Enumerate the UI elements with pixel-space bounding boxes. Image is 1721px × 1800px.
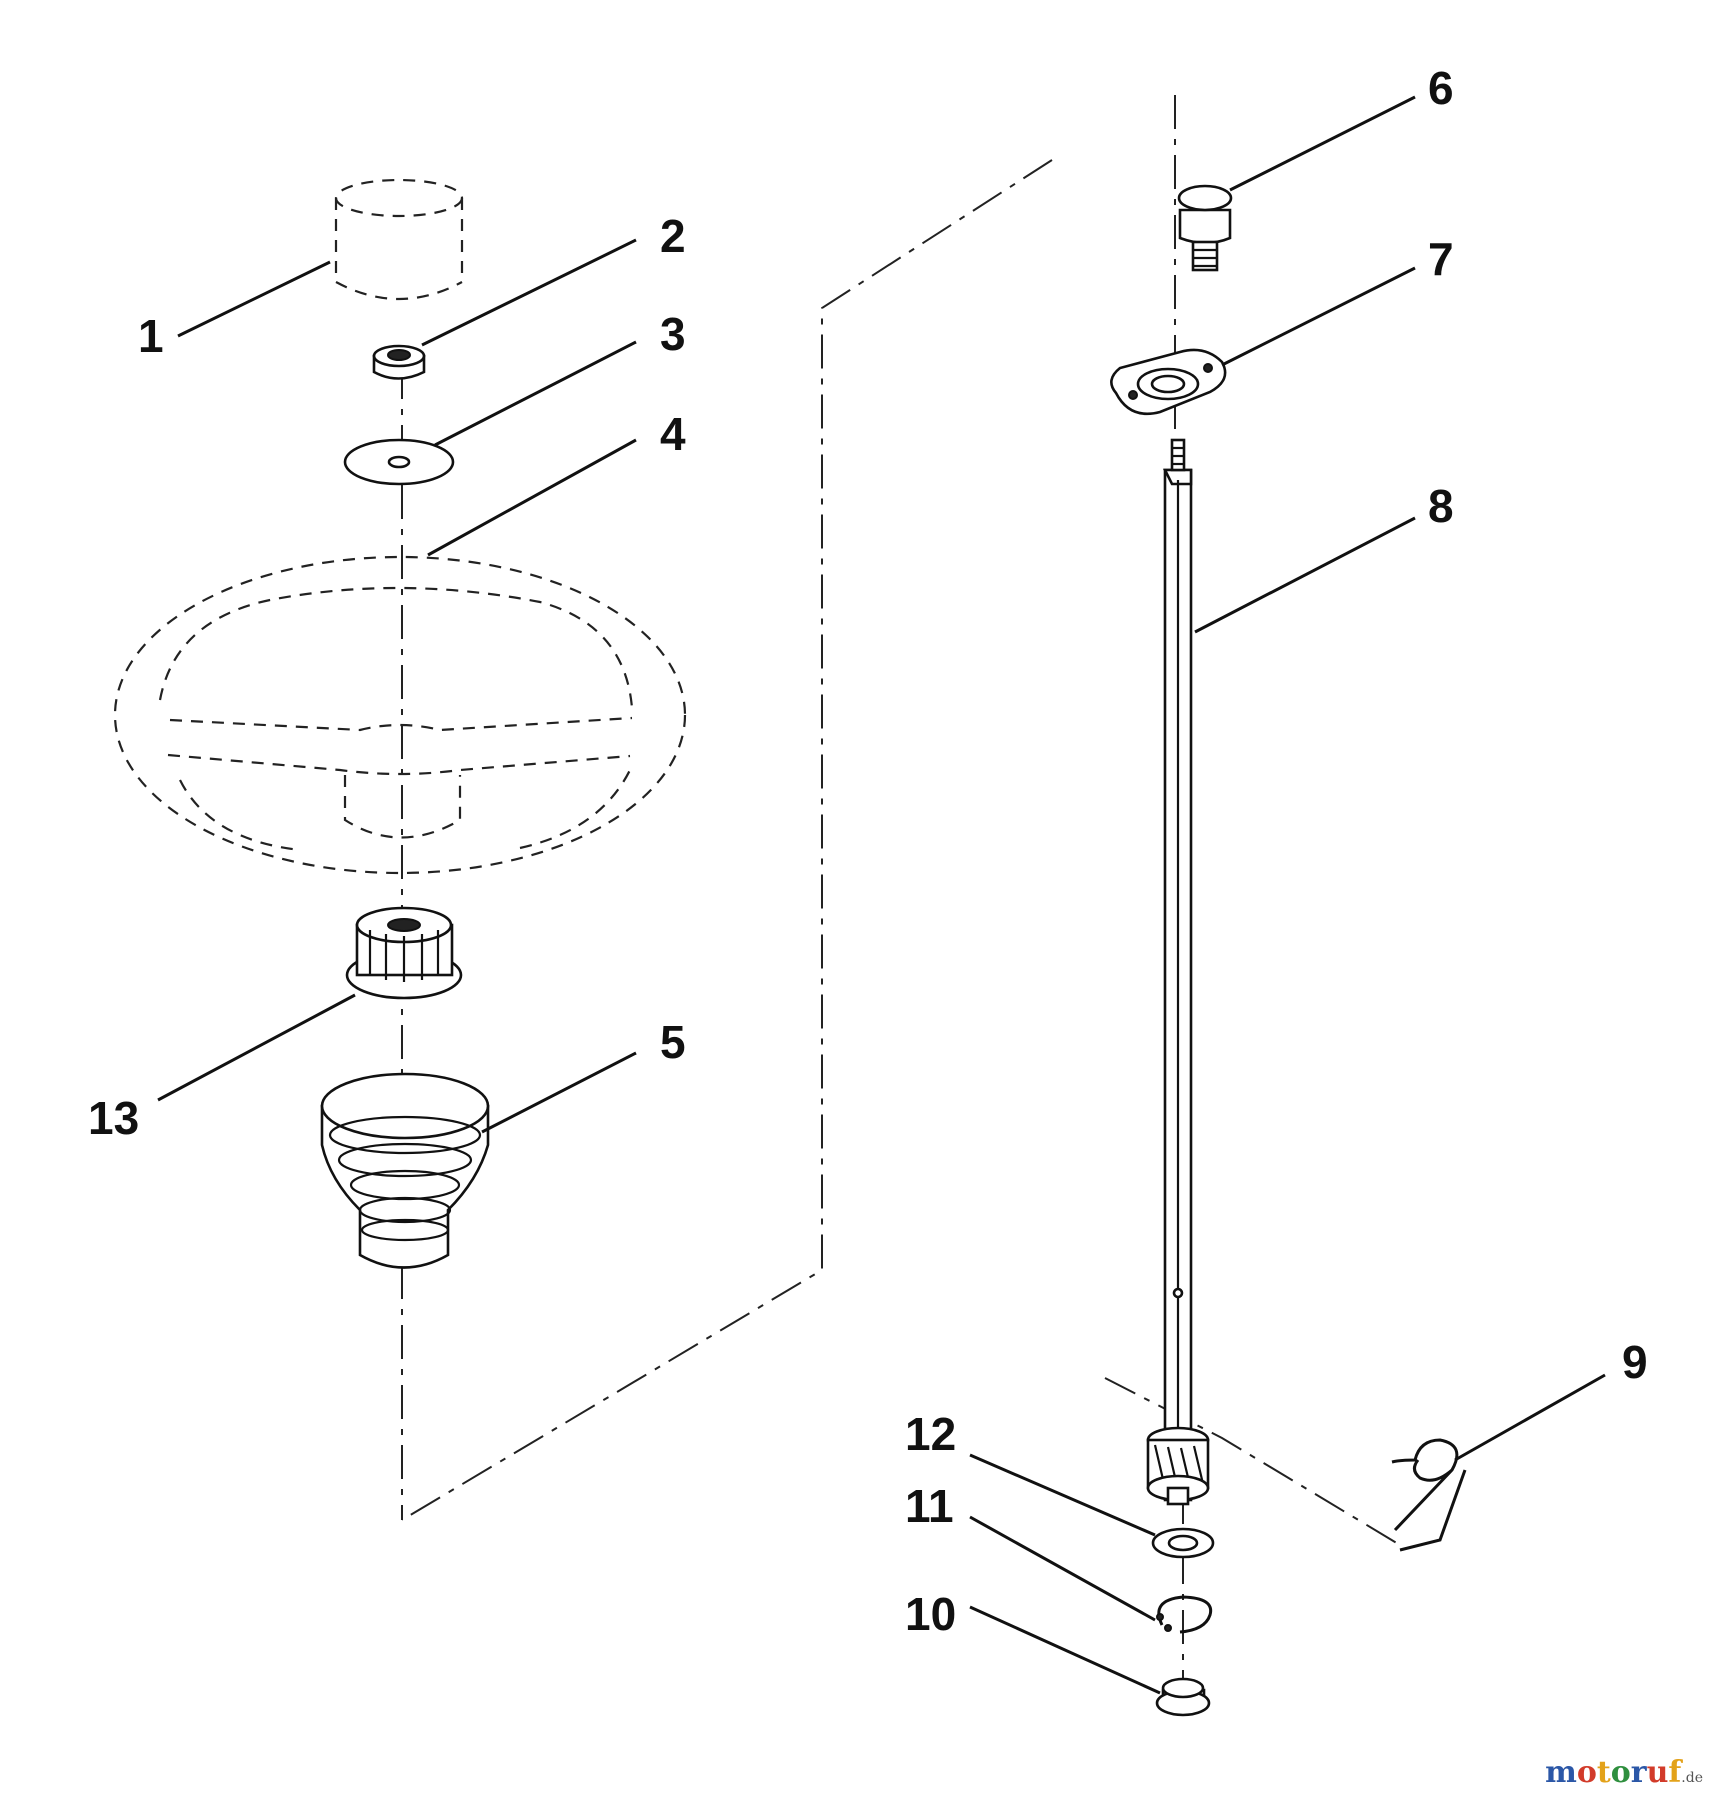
steering-adapter-part (345, 906, 463, 1000)
flat-washer-part (343, 438, 455, 486)
hex-bolt-part (1177, 184, 1233, 272)
bushing-part (1155, 1677, 1211, 1717)
watermark-tld: .de (1681, 1770, 1703, 1786)
hex-nut-part (372, 344, 426, 380)
clip-part (1391, 1438, 1467, 1552)
callout-9: 9 (1622, 1336, 1648, 1388)
callout-6: 6 (1428, 62, 1454, 114)
callout-4: 4 (660, 408, 686, 460)
callout-2: 2 (660, 210, 686, 262)
clip-guideline (1104, 1377, 1401, 1546)
steering-shaft-part (1146, 438, 1210, 1506)
callout-11: 11 (905, 1480, 954, 1532)
callout-1: 1 (138, 310, 164, 362)
dash-panel-outline (401, 159, 1053, 1521)
flange-bearing-part (1110, 348, 1227, 416)
callout-3: 3 (660, 308, 686, 360)
leader-lines (157, 95, 1606, 1695)
callout-10: 10 (905, 1588, 956, 1640)
steering-cap-part (334, 178, 464, 301)
steering-wheel-part (113, 555, 687, 875)
washer-part (1151, 1527, 1215, 1559)
watermark-brand: motoruf (1545, 1755, 1682, 1790)
callout-labels: 1 2 3 4 5 6 7 8 9 10 11 12 13 (88, 62, 1648, 1640)
retaining-ring-part (1156, 1595, 1213, 1634)
callout-7: 7 (1428, 233, 1454, 285)
callout-12: 12 (905, 1408, 956, 1460)
watermark-logo: motoruf.de (1545, 1755, 1703, 1790)
callout-5: 5 (660, 1016, 686, 1068)
callout-13: 13 (88, 1092, 139, 1144)
callout-8: 8 (1428, 480, 1454, 532)
steering-boot-part (320, 1072, 490, 1269)
